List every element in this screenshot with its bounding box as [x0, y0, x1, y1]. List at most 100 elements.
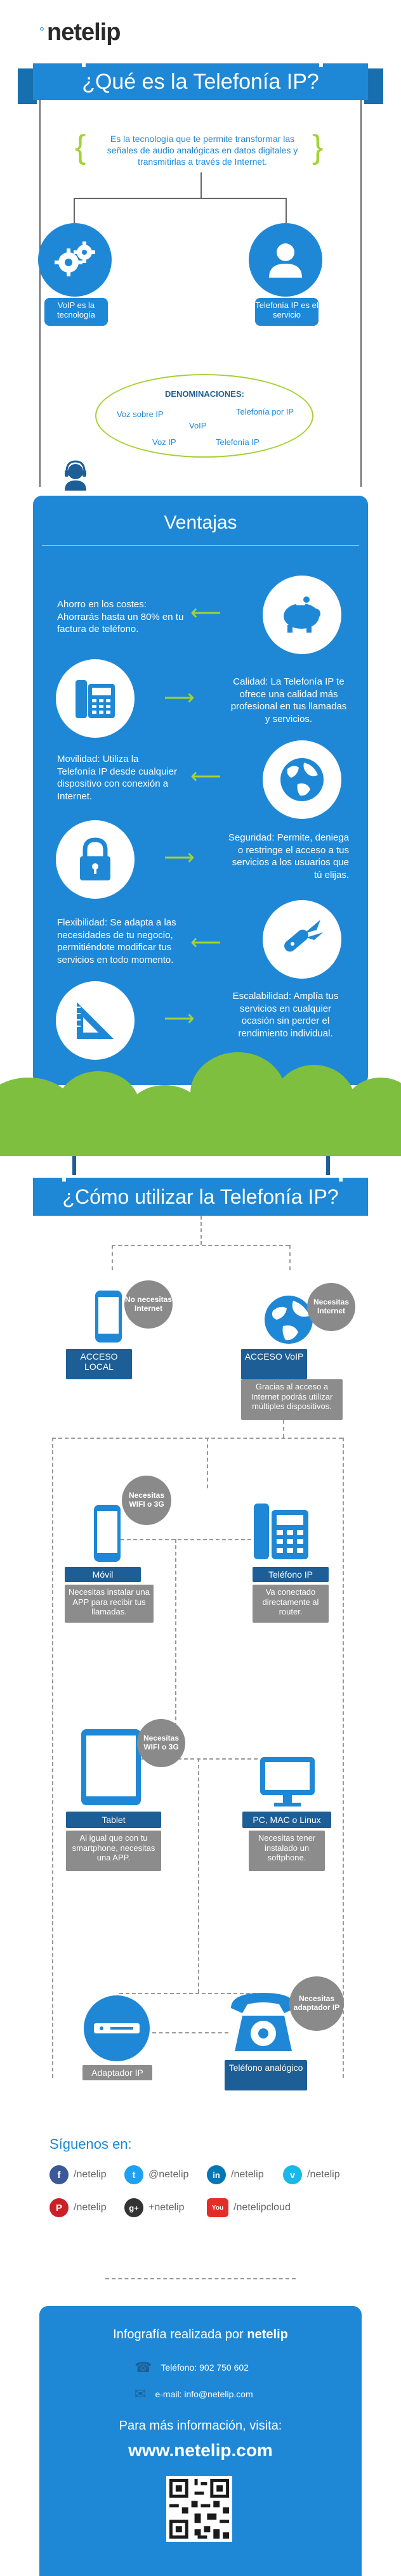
pole-left — [72, 1156, 76, 1175]
twitter-icon: t — [124, 2165, 143, 2184]
pc-label: PC, MAC o Linux — [242, 1812, 331, 1828]
footer-email[interactable]: ✉ e-mail: info@netelip.com — [135, 2386, 253, 2402]
tree3-right — [343, 1438, 344, 2078]
ip-phone-icon — [254, 1504, 308, 1559]
desk-phone-icon — [76, 680, 115, 718]
denominaciones-bubble — [95, 374, 313, 458]
vimeo-icon: v — [283, 2165, 302, 2184]
arrow-left-icon: ⟵ — [190, 601, 221, 625]
mobile-icon — [94, 1505, 121, 1562]
adaptador-link — [152, 2032, 228, 2033]
denominacion-2: VoIP — [189, 421, 207, 430]
tree2-bar — [112, 1245, 289, 1246]
telefono-ip-label: Teléfono IP — [253, 1567, 329, 1582]
denominacion-4: Voz IP — [152, 437, 176, 447]
logo-text: netelip — [47, 19, 121, 46]
social-title: Síguenos en: — [49, 2136, 132, 2152]
twitter-handle: @netelip — [148, 2169, 189, 2180]
adaptador-label: Adaptador IP — [82, 2065, 152, 2080]
vimeo-handle: /netelip — [307, 2169, 340, 2180]
tree3-mid2-bar — [121, 1758, 258, 1760]
tree3-mid3-bar — [119, 1993, 256, 1994]
social-facebook[interactable]: f /netelip — [49, 2165, 107, 2184]
divider-line — [105, 2278, 296, 2279]
headset-agent-icon — [65, 460, 86, 491]
tree2-right — [289, 1245, 291, 1270]
tree3-mid3 — [198, 1758, 199, 1993]
logo-mark-icon: ° — [39, 25, 44, 39]
acceso-voip-label: ACCESO VoIP — [241, 1349, 307, 1379]
globe-circle — [263, 740, 341, 819]
user-icon — [269, 243, 302, 278]
denominacion-1: Voz sobre IP — [117, 409, 164, 419]
facebook-handle: /netelip — [74, 2169, 107, 2180]
cloud-shape — [57, 1071, 140, 1141]
globe-icon — [280, 758, 324, 801]
ventaja-flexibilidad: Flexibilidad: Se adapta a las necesidade… — [57, 917, 176, 965]
social-linkedin[interactable]: in /netelip — [207, 2165, 264, 2184]
denominaciones-title: DENOMINACIONES: — [165, 389, 244, 399]
movil-label: Móvil — [65, 1567, 141, 1582]
tree3-mid1-bar — [114, 1539, 251, 1540]
pc-desc: Necesitas tener instalado un softphone. — [249, 1831, 325, 1871]
tablet-label: Tablet — [66, 1812, 161, 1828]
social-twitter[interactable]: t @netelip — [124, 2165, 188, 2184]
ventajas-title: Ventajas — [164, 512, 237, 533]
tree-left — [74, 198, 75, 223]
footer-phone: ☎ Teléfono: 902 750 602 — [135, 2359, 249, 2376]
piggy-bank-icon — [284, 596, 320, 633]
arrow-right-icon: ⟶ — [164, 1007, 195, 1031]
email-text: e-mail: info@netelip.com — [155, 2389, 253, 2399]
denominacion-5: Telefonía IP — [216, 437, 260, 447]
ventaja-ahorro: Ahorro en los costes: Ahorrarás hasta un… — [57, 599, 184, 634]
knife-circle — [263, 900, 341, 979]
swiss-knife-icon — [284, 920, 323, 952]
voip-label: VoIP es la tecnología — [44, 298, 108, 326]
pinterest-icon: P — [49, 2198, 69, 2217]
logo[interactable]: ° netelip — [39, 19, 121, 46]
voip-desc: Gracias al acceso a Internet podrás util… — [241, 1379, 343, 1420]
tree3-left — [52, 1438, 53, 2078]
linkedin-handle: /netelip — [231, 2169, 264, 2180]
lock-circle — [56, 820, 135, 899]
infografia-brand: netelip — [247, 2328, 288, 2341]
adapter-icon — [84, 1995, 150, 2061]
tablet-icon — [81, 1729, 141, 1805]
phone-circle — [56, 659, 135, 738]
arrow-right-icon: ⟶ — [164, 846, 195, 870]
tablet-desc: Al igual que con tu smartphone, necesita… — [66, 1831, 161, 1871]
side-line-right — [360, 100, 362, 487]
tree3-mid2 — [175, 1539, 176, 1758]
smartphone-icon — [95, 1291, 122, 1343]
tree-right — [286, 198, 287, 223]
tree3-bar — [52, 1438, 343, 1439]
monitor-icon — [260, 1757, 315, 1806]
facebook-icon: f — [49, 2165, 69, 2184]
social-youtube[interactable]: You /netelipcloud — [207, 2198, 291, 2217]
ventaja-movilidad: Movilidad: Utiliza la Telefonía IP desde… — [57, 754, 178, 802]
adaptador-badge: Necesitas adaptador IP — [289, 1976, 344, 2031]
piggy-circle — [263, 576, 341, 654]
section2-title: ¿Cómo utilizar la Telefonía IP? — [33, 1178, 368, 1216]
linkedin-icon: in — [207, 2165, 226, 2184]
denominacion-3: Telefonía por IP — [236, 407, 294, 416]
tree-bar — [74, 198, 287, 199]
website-link[interactable]: www.netelip.com — [128, 2440, 273, 2460]
cloud-shape — [190, 1052, 286, 1135]
telefonia-circle — [249, 223, 322, 297]
social-googleplus[interactable]: g+ +netelip — [124, 2198, 185, 2217]
youtube-handle: /netelipcloud — [233, 2202, 291, 2213]
tree-stem — [201, 172, 202, 198]
side-line-left — [39, 100, 41, 487]
acceso-local-label: ACCESO LOCAL — [66, 1349, 132, 1379]
social-pinterest[interactable]: P /netelip — [49, 2198, 107, 2217]
googleplus-icon: g+ — [124, 2198, 143, 2217]
tree2-stem — [201, 1216, 202, 1245]
definition-text: Es la tecnología que te permite transfor… — [107, 134, 298, 167]
qr-code-icon[interactable] — [166, 2476, 232, 2542]
social-vimeo[interactable]: v /netelip — [283, 2165, 340, 2184]
section1-title: ¿Qué es la Telefonía IP? — [33, 63, 368, 100]
ventaja-escalabilidad: Escalabilidad: Amplía tus servicios en c… — [232, 991, 339, 1039]
tree3-stem — [283, 1420, 284, 1438]
phone-text: Teléfono: 902 750 602 — [161, 2362, 249, 2373]
